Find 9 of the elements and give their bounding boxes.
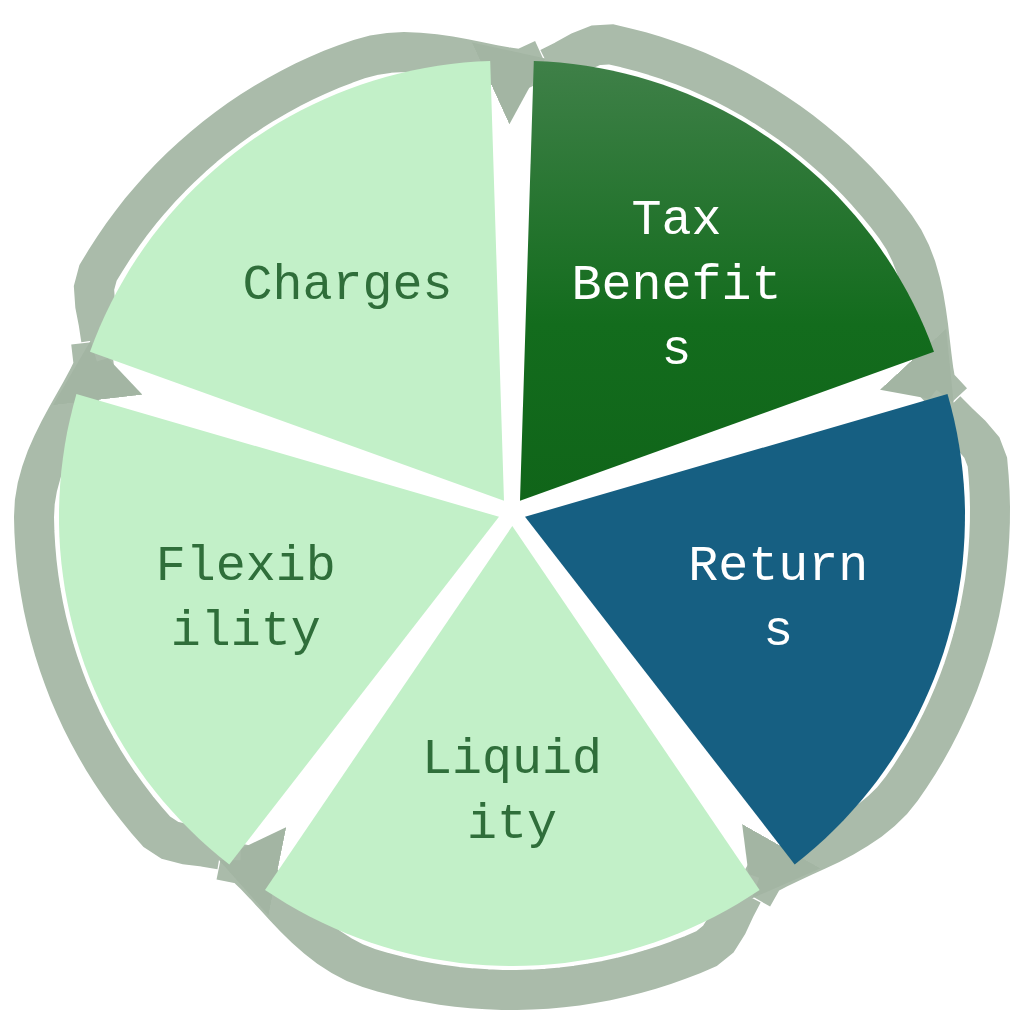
cycle-arrow [14, 340, 242, 870]
segment-label: Returns [688, 536, 869, 662]
segment-label: Liquidity [422, 730, 602, 855]
pie-segment [89, 60, 504, 501]
segment-label: Charges [241, 255, 454, 316]
segment-label: Flexibility [155, 536, 336, 662]
pie-segment [520, 60, 935, 501]
segment-label: Tax Benefits [571, 190, 782, 381]
cycle-arrow [216, 827, 763, 1010]
